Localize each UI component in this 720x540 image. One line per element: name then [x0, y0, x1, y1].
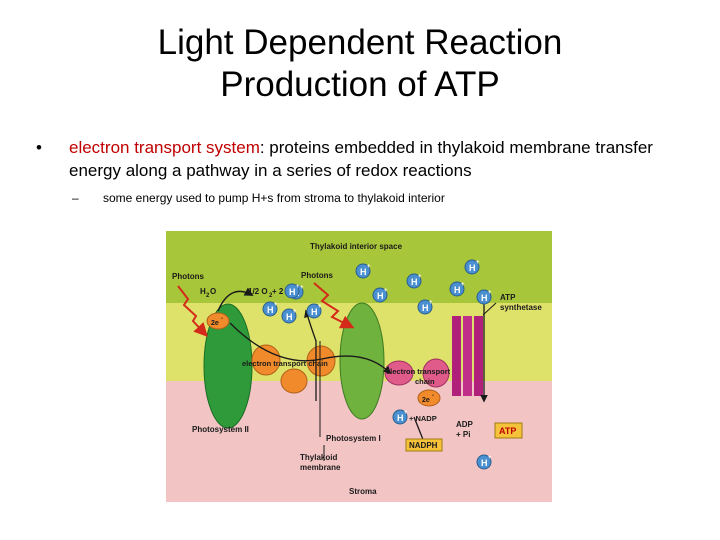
- h-plus-ion-label-4: H: [377, 291, 384, 301]
- h-plus-ion-2: H +: [464, 259, 480, 275]
- photons-center-label: Photons: [301, 271, 334, 280]
- carrier-pink-2: [422, 358, 450, 388]
- carrier-orange-3: [280, 368, 308, 394]
- slide-title: Light Dependent Reaction Production of A…: [0, 22, 720, 106]
- atp-synthase-col-2: [463, 316, 472, 396]
- title-line-1: Light Dependent Reaction: [157, 23, 563, 62]
- h-plus-ion-label-stroma: H: [481, 458, 488, 468]
- h-plus-ion-label-nadp: H: [397, 413, 404, 423]
- h-plus-ion-sign-7: +: [488, 290, 492, 296]
- atp-synthetase-label-line-2: synthetase: [500, 303, 542, 312]
- pi-label: + Pi: [456, 430, 470, 439]
- adp-label: ADP: [456, 420, 474, 429]
- etc-right-label-line-2: chain: [415, 377, 435, 386]
- electron-2e-label-1: 2e: [211, 320, 219, 327]
- h-plus-ion-sign-10: +: [318, 304, 322, 310]
- h-plus-ion-7: H +: [476, 289, 492, 305]
- membrane-label-line-1: Thylakoid: [300, 453, 337, 462]
- h-plus-ion-label-7: H: [481, 293, 488, 303]
- water-label-h: H: [200, 287, 206, 296]
- photosystem-i-shape: [339, 302, 385, 420]
- h-plus-ion-label-6: H: [422, 303, 429, 313]
- sub-bullet-marker: –: [72, 191, 79, 205]
- h-plus-ion-sign-5: +: [461, 282, 465, 288]
- photons-left-label: Photons: [172, 272, 205, 281]
- h-plus-ion-sign-oxygen: +: [296, 284, 300, 290]
- h-plus-ion-sign-11: +: [300, 285, 304, 291]
- h-plus-ion-sign-9: +: [293, 309, 297, 315]
- h-plus-ion-label-2: H: [469, 263, 476, 273]
- thylakoid-space-label: Thylakoid interior space: [310, 242, 403, 251]
- etc-right-label-line-1: electron transport: [386, 367, 451, 376]
- h-plus-ion-sign-8: +: [274, 302, 278, 308]
- h-plus-ion-sign-1: +: [367, 264, 371, 270]
- atp-box: [494, 422, 523, 439]
- nadph-label: NADPH: [409, 441, 438, 450]
- h-plus-ion-label-1: H: [360, 267, 367, 277]
- atp-synthetase-pointer: [482, 302, 497, 316]
- etc-left-label: electron transport chain: [242, 359, 328, 368]
- h-plus-ion-stroma: H +: [476, 454, 492, 470]
- oxygen-label: 1/2 O: [248, 287, 268, 296]
- bullet-text: electron transport system: proteins embe…: [69, 136, 669, 182]
- h-plus-ion-oxygen: H +: [284, 283, 300, 299]
- bullet-marker: •: [36, 138, 42, 157]
- h-plus-ion-label-9: H: [286, 312, 293, 322]
- nadph-box: [405, 438, 443, 452]
- h-plus-ion-label-5: H: [454, 285, 461, 295]
- membrane-label-line-2: membrane: [300, 463, 341, 472]
- h-plus-ion-label-10: H: [311, 307, 318, 317]
- h-plus-ion-10: H +: [306, 303, 322, 319]
- oxygen-plus-2-label: + 2: [272, 287, 284, 296]
- carrier-orange-1: [251, 344, 281, 376]
- proton-pump-arrow: [304, 309, 317, 401]
- h-plus-ion-label-3: H: [411, 277, 418, 287]
- photosystem-ii-label: Photosystem II: [192, 425, 249, 434]
- electron-2e-minus-2: -: [432, 393, 434, 399]
- h-plus-ion-1: H +: [355, 263, 371, 279]
- atp-synthase-col-3: [474, 316, 483, 396]
- h-plus-ion-sign-4: +: [384, 288, 388, 294]
- bullet-description: : proteins embedded in thylakoid membran…: [69, 138, 653, 180]
- h-plus-ion-label-8: H: [267, 305, 274, 315]
- nadp-label: + NADP: [409, 414, 437, 423]
- electron-2e-bubble-1: [206, 312, 230, 330]
- photon-arrow-left: [177, 285, 208, 338]
- photosystem-ii-shape: [203, 303, 253, 429]
- thylakoid-diagram: H + H + H + H + H + H + H + H + H +: [166, 231, 552, 502]
- h-plus-ion-sign-3: +: [418, 274, 422, 280]
- title-line-2: Production of ATP: [220, 65, 500, 104]
- h-plus-ion-3: H +: [406, 273, 422, 289]
- electron-flow-arrow: [229, 322, 392, 375]
- h-plus-ion-sign-nadp: +: [404, 410, 408, 416]
- h-plus-ion-8: H +: [262, 301, 278, 317]
- h-plus-ion-nadp: H +: [392, 409, 408, 425]
- bullet-term: electron transport system: [69, 138, 260, 157]
- h-plus-ion-label-oxygen: H: [289, 287, 296, 297]
- water-label-subscript: 2: [206, 293, 210, 299]
- h-plus-ion-5: H +: [449, 281, 465, 297]
- atp-synthetase-label-line-1: ATP: [500, 293, 516, 302]
- water-split-arrow: [217, 287, 254, 312]
- photon-arrow-center: [313, 282, 355, 329]
- sub-bullet-text: some energy used to pump H+s from stroma…: [103, 191, 445, 205]
- oxygen-label-subscript: 2: [269, 293, 273, 299]
- h-plus-ion-6: H +: [417, 299, 433, 315]
- h-plus-ion-9: H +: [281, 308, 297, 324]
- electron-2e-label-2: 2e: [422, 397, 430, 404]
- water-label-o: O: [210, 287, 216, 296]
- stroma-label: Stroma: [349, 487, 377, 496]
- atp-label: ATP: [499, 426, 516, 436]
- electron-2e-bubble-2: [417, 389, 441, 407]
- photosystem-i-label: Photosystem I: [326, 434, 381, 443]
- atp-synthase-col-1: [452, 316, 461, 396]
- h-plus-ion-sign-2: +: [476, 260, 480, 266]
- h-plus-ion-sign-6: +: [429, 300, 433, 306]
- h-plus-ion-4: H +: [372, 287, 388, 303]
- h-plus-ion-sign-stroma: +: [488, 455, 492, 461]
- electron-2e-minus-1: -: [221, 316, 223, 322]
